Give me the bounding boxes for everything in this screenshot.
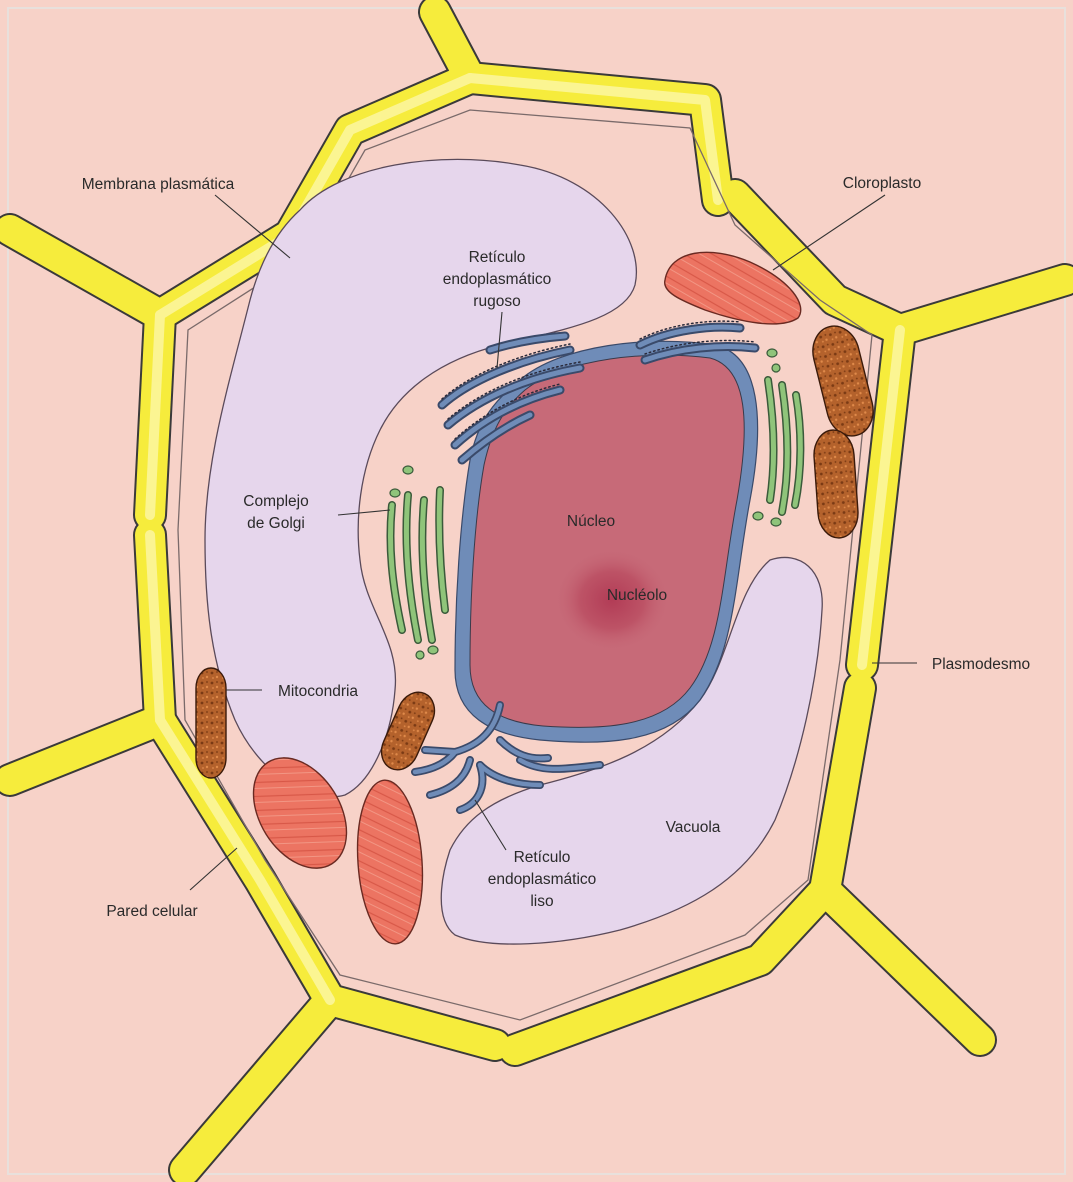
- label-mitocondria: Mitocondria: [278, 683, 358, 700]
- label-reticulo-rugoso-line-1: Retículo: [469, 249, 526, 266]
- label-reticulo-rugoso-line-2: endoplasmático: [443, 271, 552, 288]
- label-reticulo-liso-line-1: Retículo: [514, 849, 571, 866]
- mitochondrion-2: [812, 429, 859, 540]
- label-nucleolo: Nucléolo: [607, 587, 667, 604]
- mitochondrion-3: [196, 668, 226, 778]
- label-reticulo-liso-line-3: liso: [530, 893, 553, 910]
- label-plasmodesmo: Plasmodesmo: [932, 656, 1030, 673]
- label-reticulo-liso-line-2: endoplasmático: [488, 871, 597, 888]
- label-vacuola: Vacuola: [666, 819, 721, 836]
- label-cloroplasto: Cloroplasto: [843, 175, 921, 192]
- label-pared-celular: Pared celular: [106, 903, 197, 920]
- label-nucleo: Núcleo: [567, 513, 615, 530]
- label-complejo-golgi-line-2: de Golgi: [247, 515, 305, 532]
- label-complejo-golgi-line-1: Complejo: [243, 493, 308, 510]
- label-membrana-plasmatica: Membrana plasmática: [82, 176, 235, 193]
- label-reticulo-rugoso-line-3: rugoso: [473, 293, 520, 310]
